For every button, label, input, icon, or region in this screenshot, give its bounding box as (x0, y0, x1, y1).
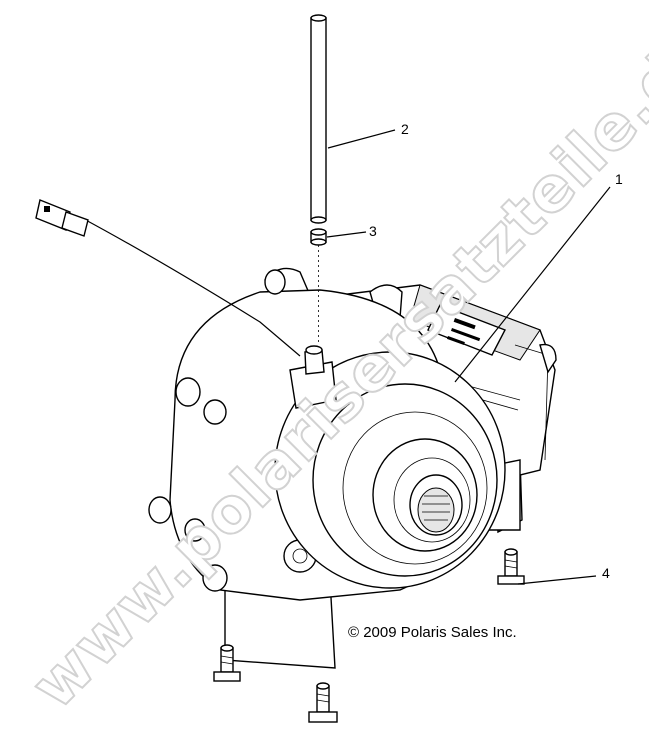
grommet (310, 228, 327, 345)
flange-bolt-right (497, 548, 525, 585)
flange-bolt-bosses (148, 269, 317, 592)
callout-3: 3 (369, 223, 377, 239)
callout-2: 2 (401, 121, 409, 137)
copyright-text: © 2009 Polaris Sales Inc. (348, 624, 517, 641)
flange-bolt-bottom (308, 682, 338, 723)
watermark-text: www.polarisersatzteile.de (17, 7, 649, 722)
tube-rod (310, 14, 327, 224)
callout-4: 4 (602, 565, 610, 581)
callout-1: 1 (615, 171, 623, 187)
gearcase-housing (148, 267, 557, 669)
output-spline (409, 474, 463, 536)
sensor-wire (35, 199, 301, 357)
flange-bolt-lower-left (213, 644, 241, 682)
leader-lines (326, 129, 611, 585)
